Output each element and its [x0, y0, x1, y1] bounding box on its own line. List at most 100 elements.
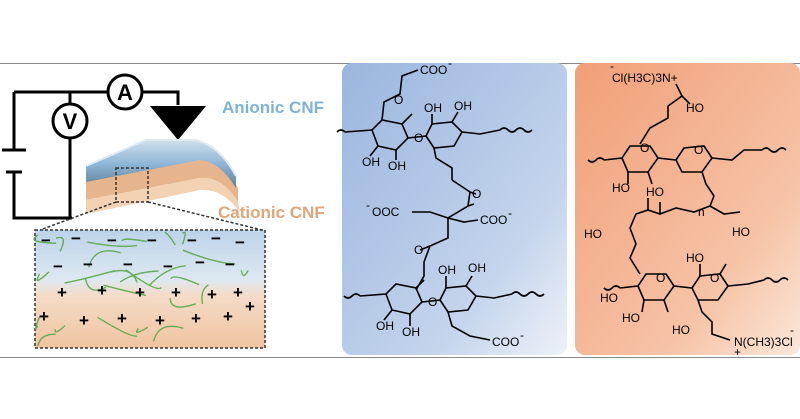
negative-charges: −−−−−−−−−−−−− — [41, 229, 245, 276]
fiber — [36, 271, 50, 282]
positive-charge: + — [245, 297, 255, 316]
positive-charge: + — [135, 283, 145, 302]
negative-charge: − — [107, 231, 117, 250]
fiber-network — [33, 231, 249, 347]
anionic-cnf-label: Anionic CNF — [222, 98, 324, 117]
negative-charge: − — [71, 229, 81, 248]
fiber — [37, 333, 56, 347]
bottom-divider — [0, 357, 800, 358]
ho-label-5: HO — [732, 225, 750, 239]
negative-charge: − — [225, 255, 235, 274]
anionic-film-top — [85, 139, 237, 177]
ho-label-3: HO — [646, 185, 664, 199]
coo-left-label: OOC — [372, 205, 400, 219]
fiber — [34, 315, 41, 329]
cationic-structure-panel — [575, 63, 800, 355]
fiber — [135, 326, 149, 333]
anionic-structure-panel — [342, 63, 567, 355]
fiber — [84, 277, 107, 291]
zoom-region — [115, 167, 149, 203]
cationic-cnf-label: Cationic CNF — [218, 203, 325, 222]
ho-label-2: HO — [612, 181, 630, 195]
cationic-structure — [587, 83, 789, 341]
negative-charge: − — [123, 255, 133, 274]
positive-charge: + — [207, 285, 217, 304]
cationic-structure-labels: Cl(H3C)3N+ - N(CH3)3Cl + - HO HO HO HO H… — [584, 59, 794, 359]
cationic-film — [86, 160, 238, 202]
oh-label-2: OH — [388, 159, 406, 173]
ho-label-1: HO — [686, 101, 704, 115]
fiber — [149, 265, 186, 286]
electrode-arrow-icon — [150, 106, 206, 140]
zoom-line-right — [147, 201, 263, 231]
o-label-4: O — [414, 243, 423, 257]
ammonium-top-charge: - — [610, 59, 614, 73]
o-label-3: O — [472, 187, 481, 201]
negative-charge: − — [53, 257, 63, 276]
negative-charge: − — [211, 229, 221, 248]
fiber — [152, 325, 184, 342]
negative-charge: − — [195, 253, 205, 272]
oh-label-1: OH — [362, 155, 380, 169]
coo-bottom-label: COO — [492, 335, 519, 349]
fiber — [240, 270, 249, 277]
fiber — [55, 236, 65, 252]
ho-label-6: HO — [600, 291, 618, 305]
ammonium-bottom-label: N(CH3)3Cl — [734, 335, 793, 349]
positive-charge: + — [233, 283, 243, 302]
circuit — [2, 90, 180, 220]
anionic-structure-labels: COO - OOC - COO - COO - OH OH OH OH OH O… — [362, 56, 524, 349]
fiber — [87, 241, 138, 248]
fiber — [201, 284, 209, 305]
repeat-unit-label: n — [698, 205, 705, 219]
coo-top-label: COO — [420, 63, 447, 77]
positive-charge: + — [155, 311, 165, 330]
positive-charge: + — [57, 283, 67, 302]
positive-charge: + — [97, 281, 107, 300]
negative-charge: − — [147, 231, 157, 250]
fiber — [33, 234, 57, 244]
ho-label-4: HO — [584, 227, 602, 241]
zoom-line-left — [39, 201, 117, 231]
fiber — [103, 284, 147, 297]
voltmeter-label: V — [63, 109, 78, 134]
negative-charge: − — [163, 257, 173, 276]
anionic-structure — [336, 69, 545, 341]
coo-right-label: COO — [480, 213, 507, 227]
fiber — [111, 269, 138, 283]
fiber — [64, 270, 115, 284]
ammeter — [106, 73, 144, 111]
fiber — [181, 231, 186, 245]
o-label-5: O — [428, 295, 437, 309]
fiber — [54, 325, 66, 333]
positive-charge: + — [39, 307, 49, 326]
fiber — [169, 298, 196, 308]
cationic-film-edge — [86, 177, 240, 214]
fiber — [119, 270, 159, 283]
positive-charge: + — [171, 283, 181, 302]
fiber — [164, 231, 176, 246]
o-label-2: O — [414, 131, 423, 145]
oh-label-5: OH — [376, 319, 394, 333]
negative-charge: − — [235, 233, 245, 252]
fiber — [97, 316, 138, 337]
oh-label-3: OH — [424, 101, 442, 115]
negative-charge: − — [187, 231, 197, 250]
negative-charge: − — [83, 255, 93, 274]
o-label-9: O — [710, 271, 719, 285]
positive-charge: + — [223, 307, 233, 326]
ammeter-label: A — [117, 80, 133, 105]
oh-label-8: OH — [468, 261, 486, 275]
o-label-1: O — [394, 93, 403, 107]
fiber — [88, 250, 121, 268]
fiber — [121, 238, 147, 243]
oh-label-6: OH — [402, 325, 420, 339]
coo-left-charge: - — [366, 198, 370, 212]
fiber — [182, 249, 236, 265]
fiber — [170, 276, 200, 286]
o-label-7: O — [694, 143, 703, 157]
ho-label-7: HO — [622, 311, 640, 325]
ho-label-8: HO — [686, 251, 704, 265]
ammonium-top-label: Cl(H3C)3N+ — [612, 71, 678, 85]
positive-charge: + — [191, 309, 201, 328]
